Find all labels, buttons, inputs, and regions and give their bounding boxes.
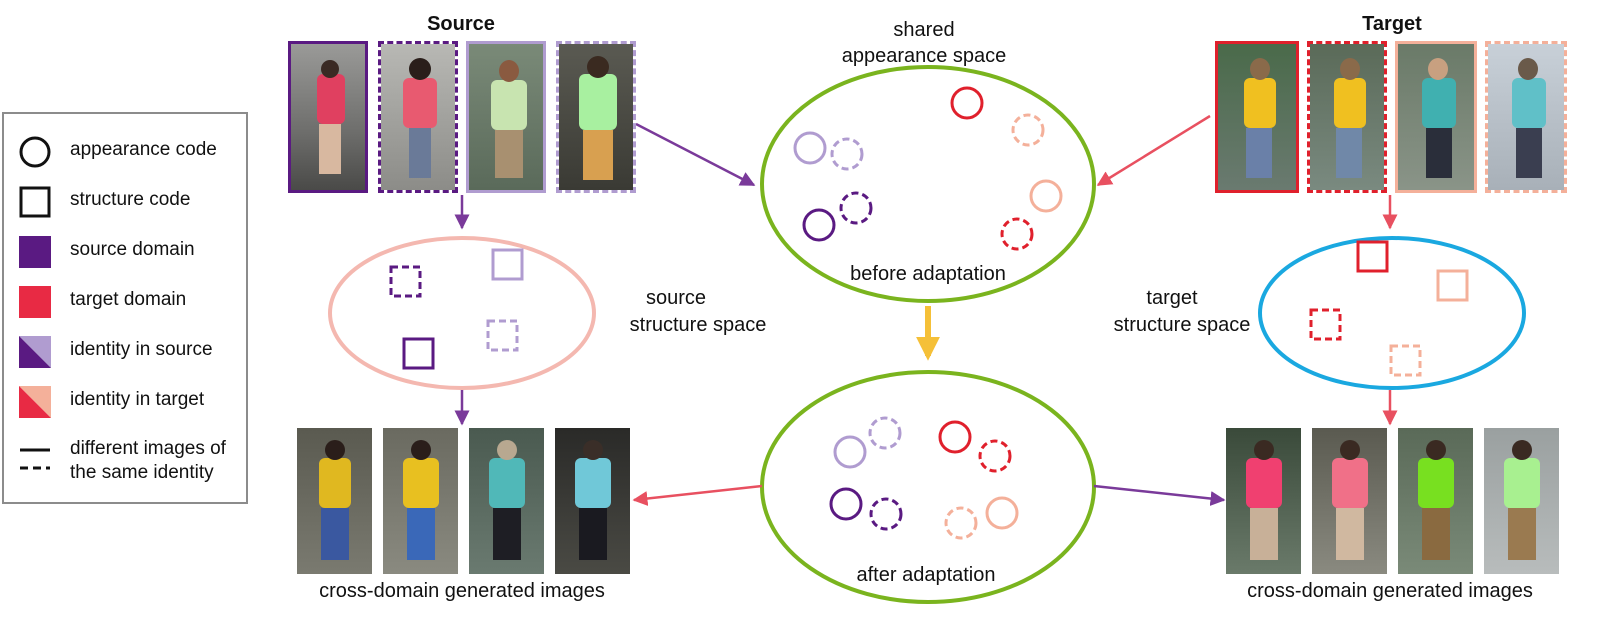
legend-label: structure code [70, 189, 191, 210]
legend-label: appearance code [70, 139, 217, 160]
target-heading: Target [1362, 13, 1422, 35]
structure-code [402, 337, 435, 370]
target-identity-icon [19, 386, 51, 418]
square-icon [19, 186, 51, 218]
generated-person-photo [469, 428, 544, 574]
generated-person-photo [1484, 428, 1559, 574]
legend-item-identity-in-target: identity in target [4, 377, 246, 423]
legend-item-line-style: different images of the same identity [4, 432, 246, 492]
source-person-photo [288, 41, 368, 193]
before-adaptation-label: before adaptation [850, 263, 1006, 285]
target-person-photo [1395, 41, 1477, 193]
generated-person-photo [1312, 428, 1387, 574]
appearance-code [830, 137, 864, 171]
appearance-code [802, 208, 836, 242]
legend-item-appearance-code: appearance code [4, 127, 246, 173]
generated-person-photo [1226, 428, 1301, 574]
appearance-code [868, 416, 902, 450]
legend-label: target domain [70, 289, 187, 310]
structure-code [486, 319, 519, 352]
legend-label-line2: the same identity [70, 462, 214, 483]
line-style-icon [20, 448, 50, 470]
left-generated-caption: cross-domain generated images [319, 580, 605, 602]
appearance-code [839, 191, 873, 225]
arrow-source-to-shared [635, 122, 756, 187]
source-person-photo [378, 41, 458, 193]
shared-space-label-line1: shared [893, 19, 955, 41]
source-identity-icon [19, 336, 51, 368]
shared-space-label-line2: appearance space [841, 45, 1007, 67]
target-structure-label-line2: structure space [1113, 314, 1251, 336]
legend-label-line1: different images of [70, 438, 226, 459]
source-person-photo [466, 41, 546, 193]
source-structure-ellipse [328, 236, 596, 390]
structure-code [1436, 269, 1469, 302]
source-structure-label-line1: source [645, 287, 707, 309]
circle-icon [19, 136, 51, 168]
legend: appearance code structure code source do… [2, 112, 248, 504]
structure-code [1356, 240, 1389, 273]
appearance-code [1000, 217, 1034, 251]
structure-code [491, 248, 524, 281]
appearance-code [833, 435, 867, 469]
appearance-code [950, 86, 984, 120]
appearance-code [1011, 113, 1045, 147]
appearance-code [938, 420, 972, 454]
structure-code [1309, 308, 1342, 341]
appearance-code [978, 439, 1012, 473]
appearance-code [869, 497, 903, 531]
arrow-after-to-left-generated [632, 484, 763, 506]
structure-code [1389, 344, 1422, 377]
arrow-after-to-right-generated [1093, 484, 1226, 507]
arrow-target-to-shared [1096, 114, 1211, 187]
right-generated-caption: cross-domain generated images [1247, 580, 1533, 602]
source-heading: Source [427, 13, 495, 35]
appearance-code [1029, 179, 1063, 213]
structure-code [389, 265, 422, 298]
target-person-photo [1307, 41, 1387, 193]
source-structure-label-line2: structure space [629, 314, 767, 336]
after-adaptation-label: after adaptation [856, 564, 996, 586]
generated-person-photo [383, 428, 458, 574]
legend-item-target-domain: target domain [4, 277, 246, 323]
target-person-photo [1215, 41, 1299, 193]
legend-label: identity in target [70, 389, 205, 410]
generated-person-photo [1398, 428, 1473, 574]
legend-item-source-domain: source domain [4, 227, 246, 273]
appearance-code [829, 487, 863, 521]
shared-space-before-ellipse [760, 65, 1096, 303]
legend-label: source domain [70, 239, 195, 260]
source-person-photo [556, 41, 636, 193]
target-structure-ellipse [1258, 236, 1526, 390]
generated-person-photo [555, 428, 630, 574]
appearance-code [985, 496, 1019, 530]
target-person-photo [1485, 41, 1567, 193]
legend-item-structure-code: structure code [4, 177, 246, 223]
legend-label: identity in source [70, 339, 213, 360]
legend-item-identity-in-source: identity in source [4, 327, 246, 373]
target-swatch-icon [19, 286, 51, 318]
generated-person-photo [297, 428, 372, 574]
source-swatch-icon [19, 236, 51, 268]
appearance-code [944, 506, 978, 540]
appearance-code [793, 131, 827, 165]
target-structure-label-line1: target [1146, 287, 1198, 309]
